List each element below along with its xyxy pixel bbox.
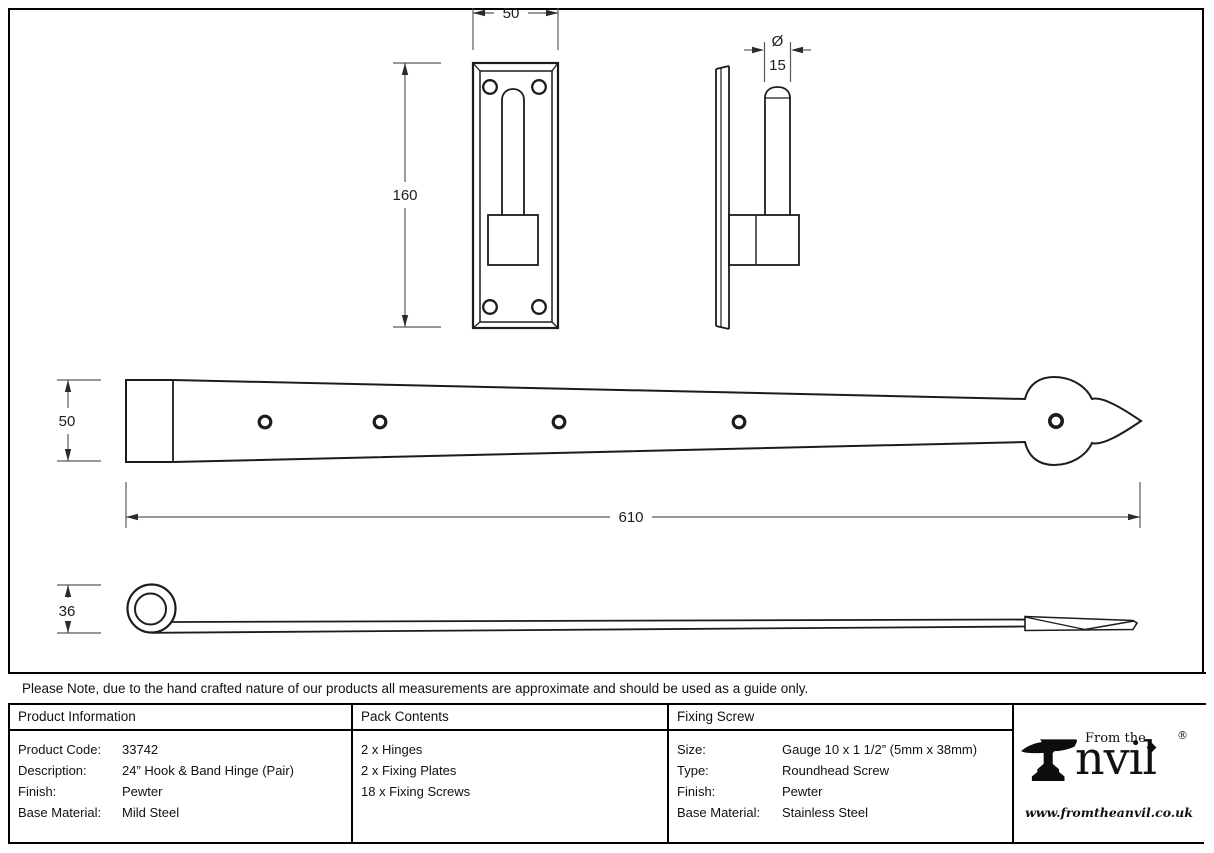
fixing-screw-header: Fixing Screw [669, 705, 1012, 731]
dimension-plate-height: 160 [392, 62, 441, 328]
table-row: Size: Gauge 10 x 1 1/2” (5mm x 38mm) [677, 739, 1008, 760]
row-value: 24” Hook & Band Hinge (Pair) [122, 763, 294, 778]
dimension-pin-diameter: Ø 15 [744, 33, 811, 82]
column-product-information: Product Information Product Code: 33742 … [10, 705, 353, 842]
table-row: Base Material: Stainless Steel [677, 802, 1008, 823]
pack-item: 2 x Hinges [361, 742, 423, 757]
row-value: Roundhead Screw [782, 763, 889, 778]
band-hole [257, 414, 273, 430]
hinge-drawing: 50 160 [57, 5, 1143, 634]
fixing-plate-front-view [471, 61, 560, 330]
logo-tagline: From the [1085, 730, 1146, 746]
row-value: Pewter [782, 784, 823, 799]
measurement-note: Please Note, due to the hand crafted nat… [8, 672, 1206, 705]
table-row: Type: Roundhead Screw [677, 760, 1008, 781]
row-value: Pewter [122, 784, 163, 799]
row-value: Gauge 10 x 1 1/2” (5mm x 38mm) [782, 742, 978, 757]
product-info-table: Product Information Product Code: 33742 … [10, 705, 1204, 842]
band-length-value: 610 [618, 509, 643, 526]
spear-end-hole [1048, 412, 1065, 429]
table-row: Finish: Pewter [677, 781, 1008, 802]
table-row: Product Code: 33742 [18, 739, 347, 760]
table-row: Base Material: Mild Steel [18, 802, 347, 823]
band-top-view [125, 375, 1143, 467]
dimension-band-side-height: 36 [57, 584, 101, 634]
logo-brand-text: nvil [1075, 730, 1157, 785]
row-value: Mild Steel [122, 805, 180, 820]
brand-logo-cell: From the nvil ® www.fromtheanvil.co.uk [1014, 705, 1204, 842]
table-row: Finish: Pewter [18, 781, 347, 802]
band-hole [372, 414, 388, 430]
spear-tip-profile [1024, 615, 1139, 632]
pack-item: 18 x Fixing Screws [361, 784, 471, 799]
screw-hole [482, 299, 498, 315]
registered-trademark: ® [1177, 728, 1188, 742]
plate-width-value: 50 [503, 5, 520, 22]
row-label: Type: [677, 763, 709, 778]
row-label: Product Code: [18, 742, 102, 757]
dimension-band-length: 610 [125, 482, 1141, 528]
row-label: Base Material: [677, 805, 761, 820]
band-hole [551, 414, 567, 430]
screw-hole [531, 299, 547, 315]
from-the-anvil-logo: From the nvil ® www.fromtheanvil.co.uk [1019, 721, 1199, 827]
plate-height-value: 160 [392, 187, 417, 204]
screw-hole [531, 79, 547, 95]
row-label: Size: [677, 742, 706, 757]
pack-contents-header: Pack Contents [353, 705, 667, 731]
screw-hole [482, 79, 498, 95]
band-curl-outer [126, 583, 177, 634]
row-label: Base Material: [18, 805, 102, 820]
row-label: Finish: [18, 784, 57, 799]
row-label: Finish: [677, 784, 716, 799]
pin-diameter-symbol: Ø [772, 33, 784, 50]
pin-diameter-value: 15 [769, 57, 786, 74]
dimension-band-width: 50 [57, 379, 101, 462]
band-width-value: 50 [59, 413, 76, 430]
column-fixing-screw: Fixing Screw Size: Gauge 10 x 1 1/2” (5m… [669, 705, 1014, 842]
band-side-view [126, 583, 1139, 634]
pack-item: 2 x Fixing Plates [361, 763, 457, 778]
dimension-plate-width: 50 [472, 5, 559, 50]
column-pack-contents: Pack Contents 2 x Hinges 2 x Fixing Plat… [353, 705, 669, 842]
band-side-height-value: 36 [59, 603, 76, 620]
product-information-header: Product Information [10, 705, 351, 731]
logo-website: www.fromtheanvil.co.uk [1025, 804, 1193, 820]
hook-pin-side-view [715, 65, 800, 330]
anvil-icon [1021, 738, 1077, 781]
row-value: 33742 [122, 742, 159, 757]
row-label: Description: [18, 763, 87, 778]
band-curl-inner [134, 592, 167, 626]
row-value: Stainless Steel [782, 805, 868, 820]
note-text: Please Note, due to the hand crafted nat… [22, 681, 809, 696]
table-row: Description: 24” Hook & Band Hinge (Pair… [18, 760, 347, 781]
band-hole [731, 414, 747, 430]
